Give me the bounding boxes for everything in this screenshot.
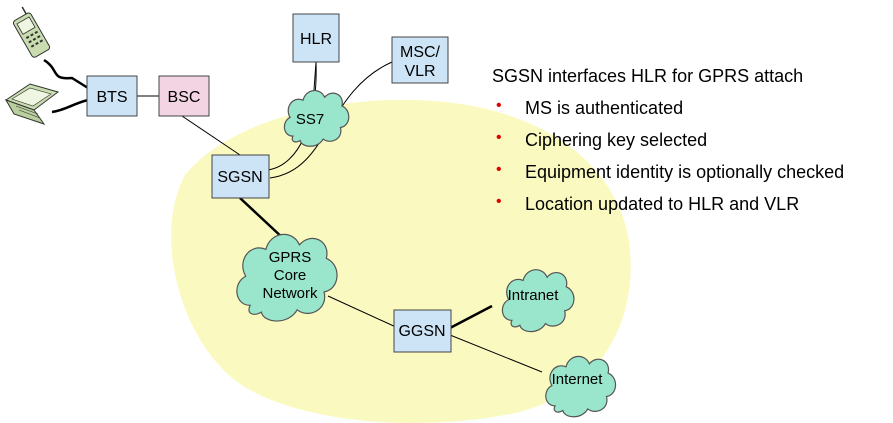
- bullet-item: • Location updated to HLR and VLR: [492, 193, 887, 215]
- panel-title: SGSN interfaces HLR for GPRS attach: [492, 66, 804, 86]
- laptop-cable: [51, 98, 89, 114]
- phone-cable: [43, 58, 89, 90]
- bullet-dot-icon: •: [496, 129, 502, 146]
- bullet-dot-icon: •: [496, 97, 502, 114]
- bullet-text: Ciphering key selected: [525, 130, 708, 150]
- bts-node: BTS: [86, 75, 138, 117]
- laptop-icon: [4, 83, 60, 125]
- link-ggsn-intranet: [449, 304, 493, 330]
- sgsn-label: SGSN: [217, 169, 262, 186]
- msc-vlr-label-line1: MSC/: [400, 44, 441, 61]
- sgsn-node: SGSN: [211, 154, 270, 199]
- info-panel: SGSN interfaces HLR for GPRS attach • MS…: [492, 66, 887, 225]
- link-ggsn-internet: [449, 334, 543, 373]
- gprs-label-line2: Core: [274, 267, 307, 284]
- bullet-text: Location updated to HLR and VLR: [525, 194, 800, 214]
- mobile-phone-icon: [12, 6, 51, 58]
- gprs-network-area: [171, 99, 631, 423]
- link-sgsn-gprs: [239, 197, 286, 241]
- link-bsc-sgsn: [181, 115, 241, 156]
- ggsn-node: GGSN: [393, 309, 452, 353]
- intranet-cloud: Intranet: [501, 268, 575, 333]
- msc-vlr-node: MSC/ VLR: [391, 36, 449, 84]
- bts-label: BTS: [96, 89, 127, 106]
- msc-vlr-label-line2: VLR: [404, 63, 435, 80]
- bsc-node: BSC: [158, 75, 210, 117]
- bullet-item: • MS is authenticated: [492, 97, 887, 119]
- ss7-cloud: SS7: [283, 89, 350, 147]
- bullet-dot-icon: •: [496, 161, 502, 178]
- bullet-text: MS is authenticated: [525, 98, 684, 118]
- gprs-label-line3: Network: [262, 285, 318, 302]
- bullet-text: Equipment identity is optionally checked: [525, 162, 845, 182]
- hlr-node: HLR: [292, 13, 340, 63]
- hlr-label: HLR: [300, 31, 332, 48]
- bullet-item: • Ciphering key selected: [492, 129, 887, 151]
- gprs-core-network-cloud: GPRS Core Network: [236, 233, 338, 322]
- bullet-item: • Equipment identity is optionally check…: [492, 161, 887, 183]
- link-gprs-ggsn: [327, 295, 399, 329]
- internet-cloud: Internet: [545, 355, 617, 418]
- internet-label: Internet: [552, 371, 604, 388]
- bullet-list: • MS is authenticated • Ciphering key se…: [492, 97, 887, 215]
- intranet-label: Intranet: [508, 287, 560, 304]
- ggsn-label: GGSN: [398, 323, 445, 340]
- ss7-label: SS7: [296, 111, 324, 128]
- bsc-label: BSC: [168, 89, 201, 106]
- bullet-dot-icon: •: [496, 193, 502, 210]
- gprs-label-line1: GPRS: [269, 249, 312, 266]
